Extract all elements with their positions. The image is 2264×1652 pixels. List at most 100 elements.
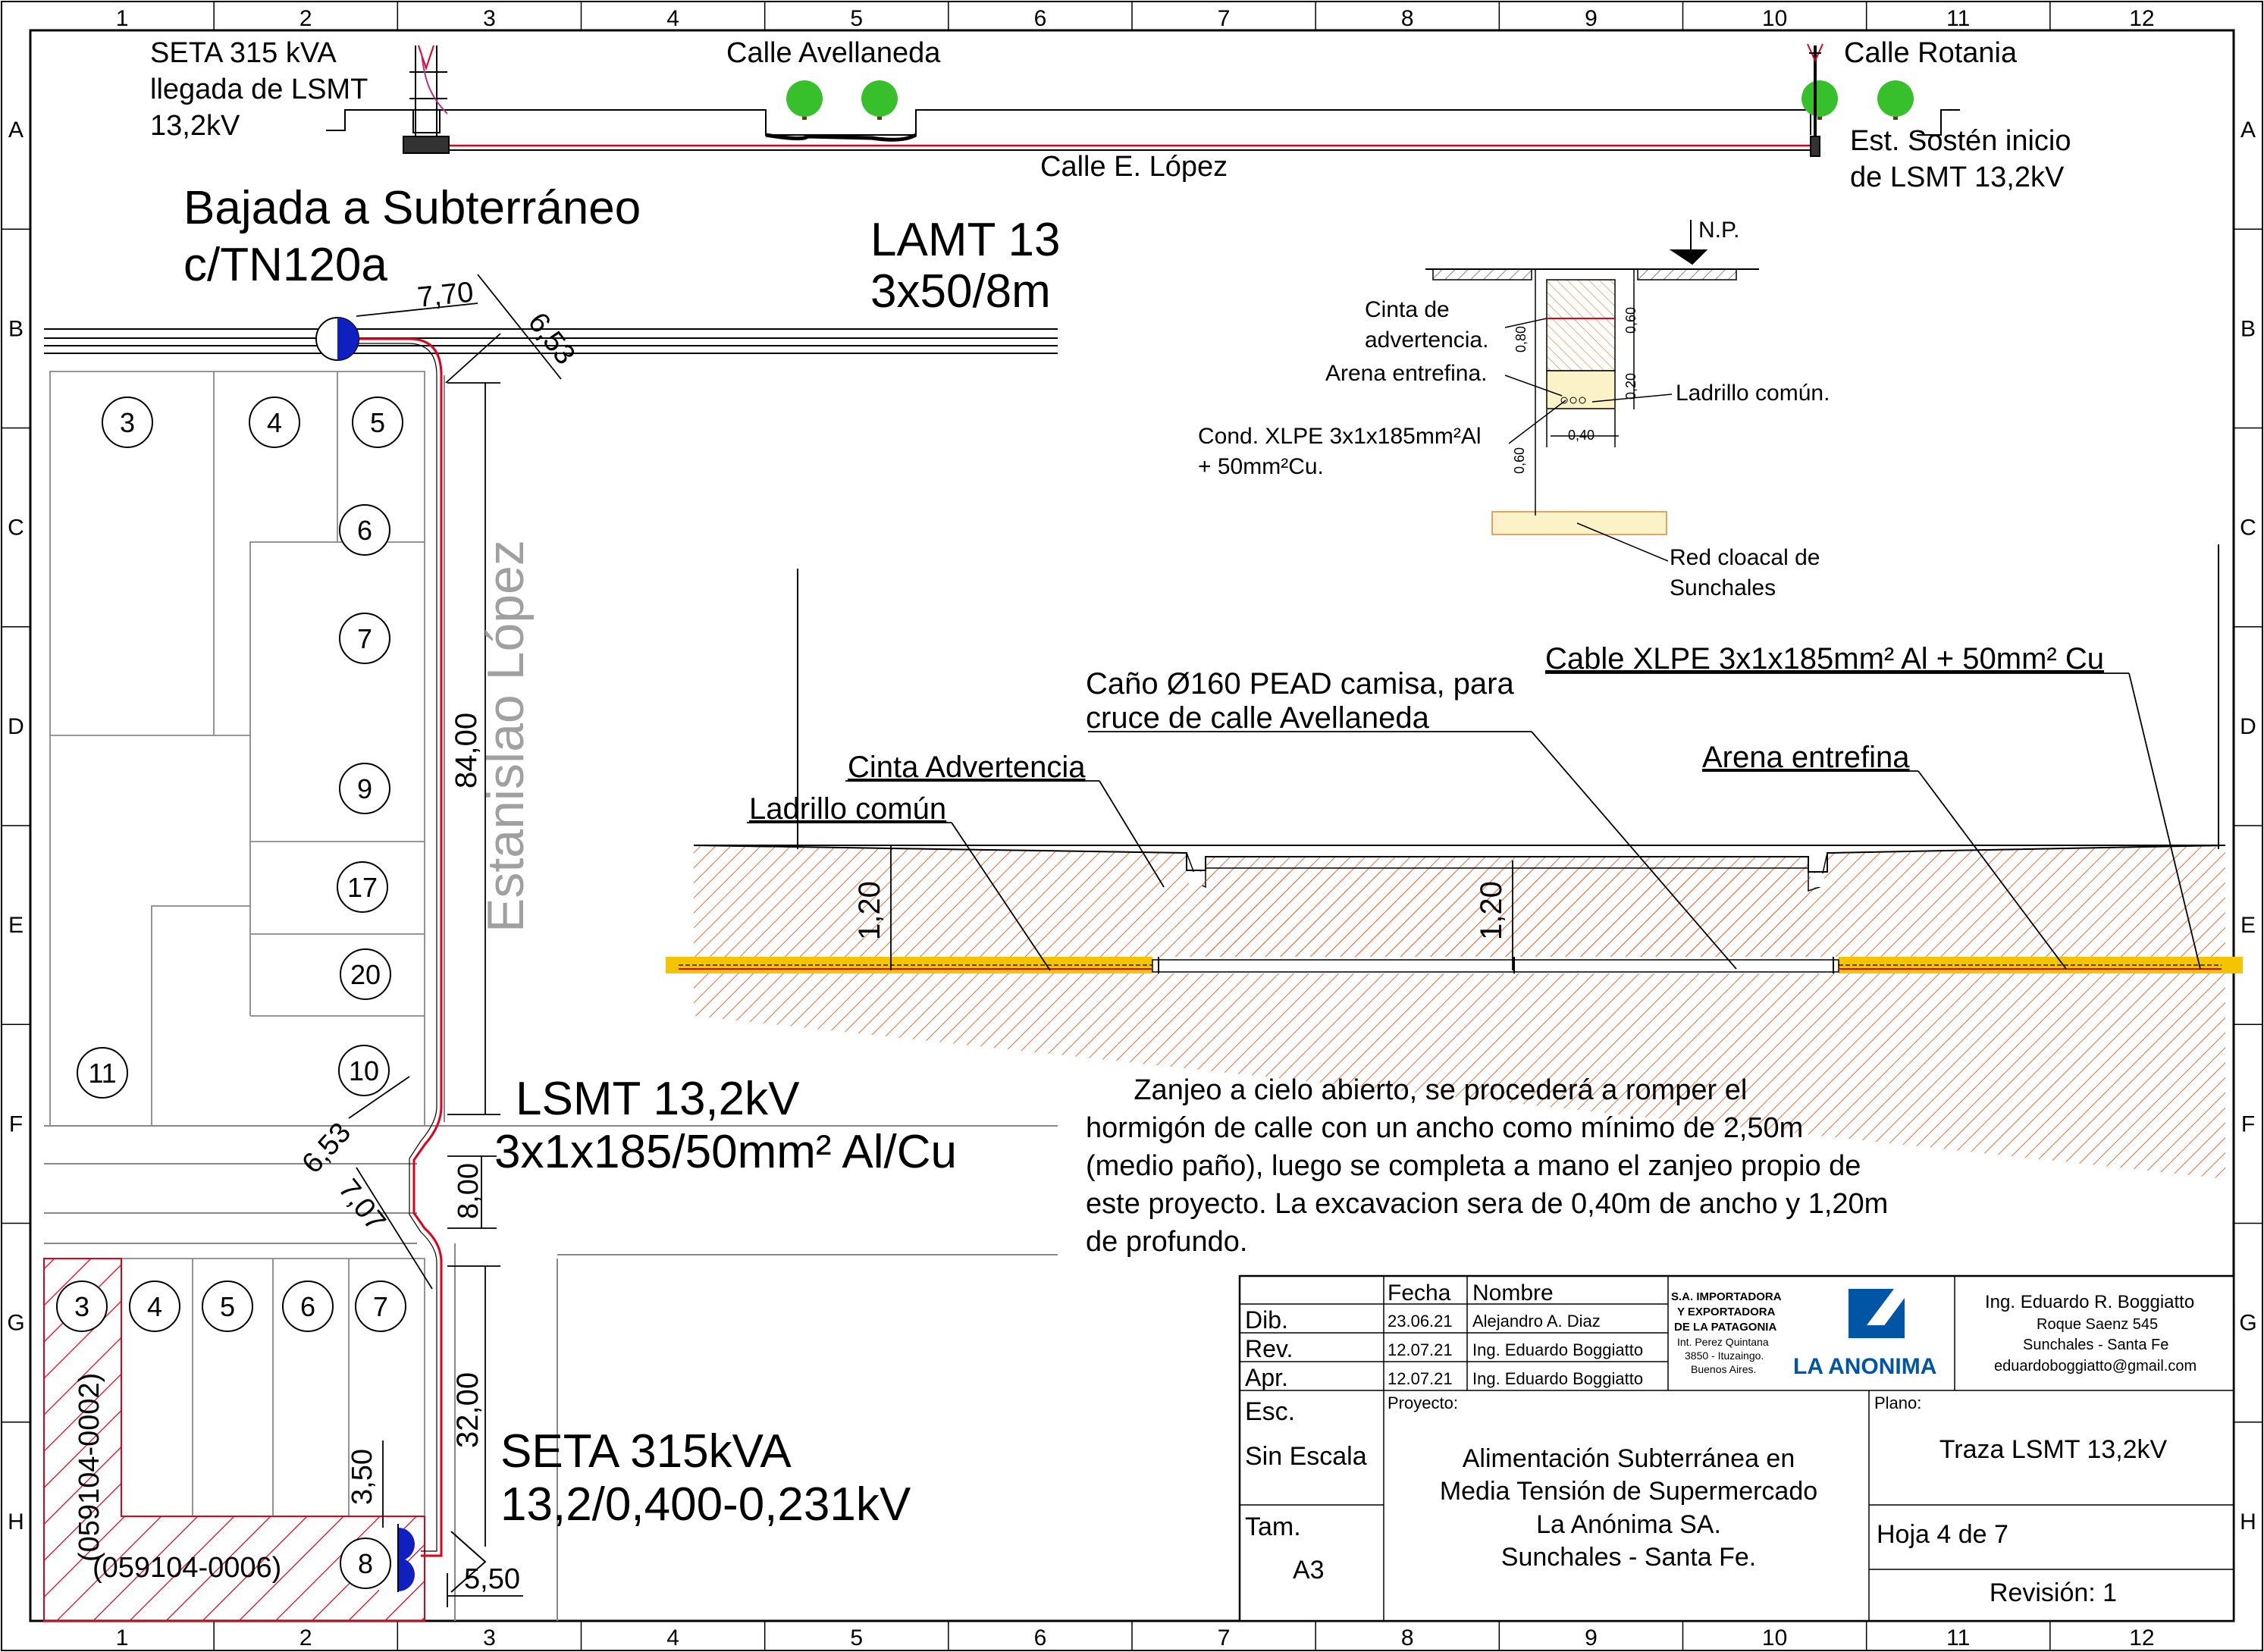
grid-col-label: 2 [299,1625,312,1650]
cinta-label-2: advertencia. [1365,328,1488,353]
dim-550: 5,50 [464,1563,520,1595]
esc-value: Sin Escala [1245,1442,1367,1471]
company-line-5: 3850 - Ituzaingo. [1685,1349,1764,1362]
grid-col-label: 5 [850,6,863,31]
dim-3200: 32,00 [451,1372,484,1448]
lot-number: 3 [74,1291,89,1322]
seta-label-1: SETA 315kVA [500,1425,792,1478]
cano-label-2: cruce de calle Avellaneda [1086,701,1430,735]
grid-row-label: A [8,118,24,143]
tam-label: Tam. [1245,1513,1301,1541]
lot-circle [339,504,390,556]
hatched-parcel [43,1258,425,1622]
grid-col-label: 2 [299,6,312,31]
engineer-email: eduardoboggiatto@gmail.com [1994,1358,2197,1375]
dim-8400: 84,00 [450,713,483,788]
red-cloacal-label-1: Red cloacal de [1670,545,1820,570]
est-sosten-label-1: Est. Sostén inicio [1850,125,2071,157]
engineer-address: Roque Saenz 545 [2037,1316,2158,1333]
grid-col-label: 10 [1762,6,1787,31]
trench-detail: N.P. Cinta de advertencia. Arena entrefi… [1198,218,1830,600]
bajada-label-1: Bajada a Subterráneo [183,182,641,234]
grid-row-label: E [2240,913,2256,938]
lot-circle [102,397,153,448]
role-rev: Rev. [1245,1335,1293,1362]
lot-circle [338,1045,390,1096]
esc-label: Esc. [1245,1397,1295,1426]
grid-col-label: 11 [1946,1625,1970,1650]
date-rev: 12.07.21 [1388,1340,1453,1359]
seta-arrival-label-2: llegada de LSMT [150,74,368,105]
date-dib: 23.06.21 [1388,1312,1453,1331]
red-cloacal-label-2: Sunchales [1670,575,1776,600]
grid-col-label: 1 [116,1625,129,1650]
lot-circle [202,1281,253,1332]
trench-dim-040: 0,40 [1568,428,1595,443]
grid-row-label: H [8,1509,24,1534]
grid-col-label: 12 [2129,1625,2154,1650]
ladrillo-label: Ladrillo común. [1676,381,1830,406]
engineer-name: Ing. Eduardo R. Boggiatto [1985,1292,2194,1312]
tree-icon [1801,80,1838,120]
lot-number: 4 [267,407,282,438]
tree-icon [786,80,823,120]
grid-col-label: 1 [116,6,129,31]
proyecto-label: Proyecto: [1388,1393,1458,1412]
lot-circle [352,397,403,448]
logo-text: LA ANONIMA [1793,1354,1936,1379]
lot-circle [77,1047,128,1099]
grid-col-label: 7 [1218,1625,1231,1650]
grid-col-label: 9 [1585,6,1598,31]
underground-transition-icon [315,317,359,361]
calle-lopez-label: Calle E. López [1040,151,1228,183]
grid-row-label: H [2240,1509,2256,1534]
lot-number: 20 [350,959,381,990]
grid-row-label: C [8,516,24,541]
arena-label: Arena entrefina. [1325,361,1487,386]
seta-label-2: 13,2/0,400-0,231kV [500,1478,911,1531]
parcel-code-2: (059104-0006) [93,1552,281,1584]
role-dib: Dib. [1245,1306,1288,1334]
cond-label-2: + 50mm²Cu. [1198,454,1324,479]
lot-number: 10 [349,1055,379,1086]
trench-dim-060: 0,60 [1623,307,1638,334]
proyecto-line-2: Media Tensión de Supermercado [1440,1477,1817,1506]
lot-number: 7 [373,1291,388,1322]
lot-number: 6 [357,515,372,546]
note-line-4: este proyecto. La excavacion sera de 0,4… [1086,1188,1888,1220]
lot-circle [56,1281,108,1332]
lot-circle [337,861,388,913]
grid-col-label: 4 [666,6,679,31]
lot-number: 17 [347,872,378,903]
cable-label: Cable XLPE 3x1x185mm² Al + 50mm² Cu [1545,642,2104,676]
name-dib: Alejandro A. Diaz [1472,1312,1601,1331]
grid-col-label: 3 [483,6,496,31]
seta-substation-icon [379,1524,487,1593]
cable-route [356,337,443,1557]
grid-row-label: B [2240,316,2256,341]
seta-arrival-label-3: 13,2kV [150,110,240,142]
lot-number: 5 [370,407,385,438]
dim-800: 8,00 [453,1163,484,1219]
lot-number: 11 [88,1058,116,1089]
engineer-city: Sunchales - Santa Fe [2023,1337,2168,1353]
lot-number: 9 [357,773,372,804]
lot-circle [339,763,390,814]
proyecto-line-4: Sunchales - Santa Fe. [1501,1543,1756,1572]
company-line-6: Buenos Aires. [1691,1363,1756,1375]
lot-circle [355,1281,406,1332]
seta-arrival-label-1: SETA 315 kVA [150,37,337,69]
grid-col-label: 7 [1218,6,1231,31]
bajada-label-2: c/TN120a [183,239,387,291]
est-sosten-label-2: de LSMT 13,2kV [1850,161,2065,193]
lsmt-label-1: LSMT 13,2kV [516,1073,800,1125]
grid-row-label: B [8,316,24,341]
note-line-5: de profundo. [1086,1226,1247,1258]
lot-number: 6 [300,1291,315,1322]
lot-number: 8 [358,1548,373,1579]
